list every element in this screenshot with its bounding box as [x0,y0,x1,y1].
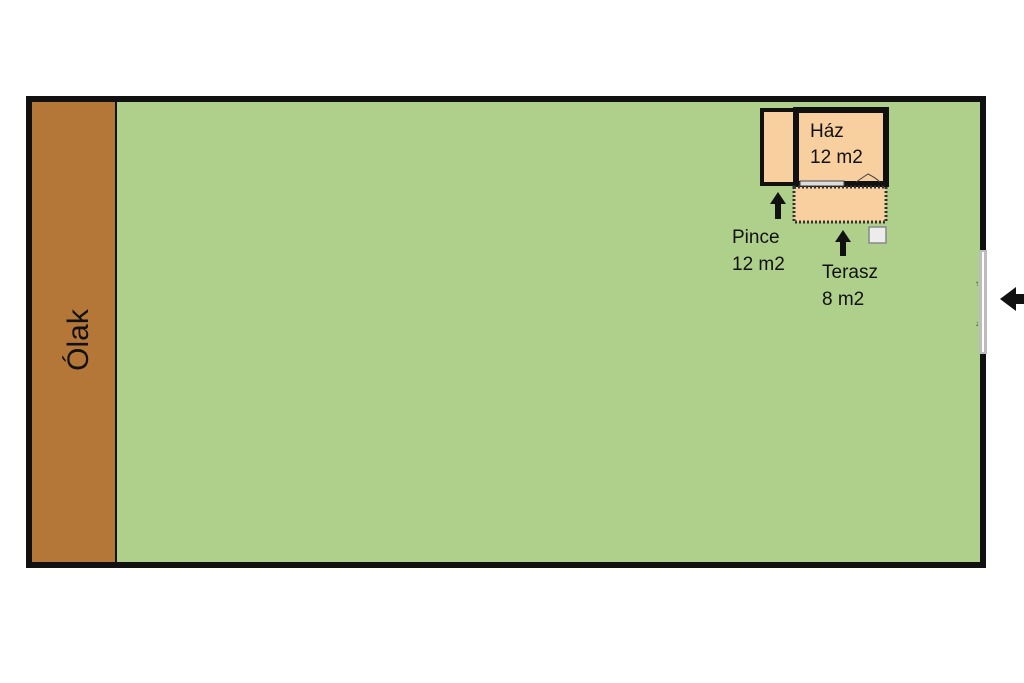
olak-area [32,102,115,562]
haz-door-swing [855,173,881,183]
gate-mark-bottom: ↓ [975,319,979,328]
terasz-area [792,185,888,224]
pince-name: Pince [732,227,780,248]
haz-door-post [846,181,852,187]
terasz-arrow-icon [835,230,851,256]
pince-room [760,108,797,186]
terasz-area: 8 m2 [822,289,864,310]
terasz-name: Terasz [822,262,878,283]
entry-arrow-icon [1000,287,1024,311]
pince-area: 12 m2 [732,254,785,275]
gate-mark-top: ↑ [975,279,979,288]
olak-label: Ólak [62,308,95,371]
haz-window [799,180,845,187]
haz-name: Ház [810,121,844,142]
terasz-step [868,226,887,244]
haz-area: 12 m2 [810,147,863,168]
pince-arrow-icon [770,192,786,219]
